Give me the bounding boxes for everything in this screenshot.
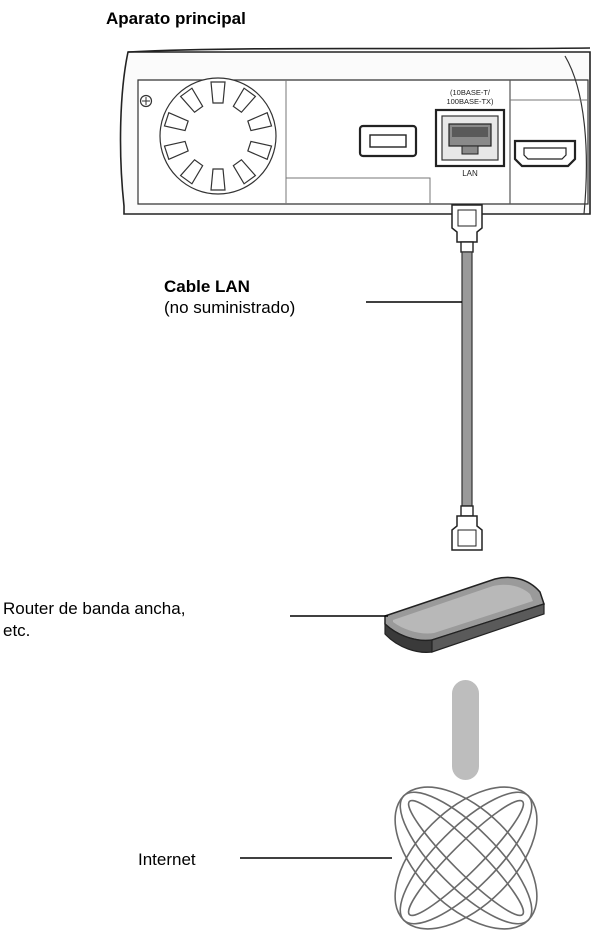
hdmi-port-icon (513, 139, 577, 168)
internet-globe-icon (394, 786, 538, 930)
device-title: Aparato principal (106, 9, 246, 28)
router-icon (384, 576, 545, 653)
lan-spec-line2: 100BASE-TX) (446, 97, 494, 106)
lan-port-label: LAN (462, 169, 478, 178)
router-label-line1: Router de banda ancha, (3, 599, 186, 618)
lan-cable (451, 204, 483, 551)
usb-port-icon (358, 124, 418, 158)
router-label-line2: etc. (3, 621, 31, 640)
internet-label: Internet (138, 850, 196, 869)
cable-note: (no suministrado) (164, 298, 296, 317)
fan-grille-icon (159, 77, 277, 195)
lan-spec-line1: (10BASE-T/ (450, 88, 491, 97)
internet-link (452, 680, 479, 780)
cable-name: Cable LAN (164, 277, 250, 296)
lan-port (434, 108, 506, 168)
